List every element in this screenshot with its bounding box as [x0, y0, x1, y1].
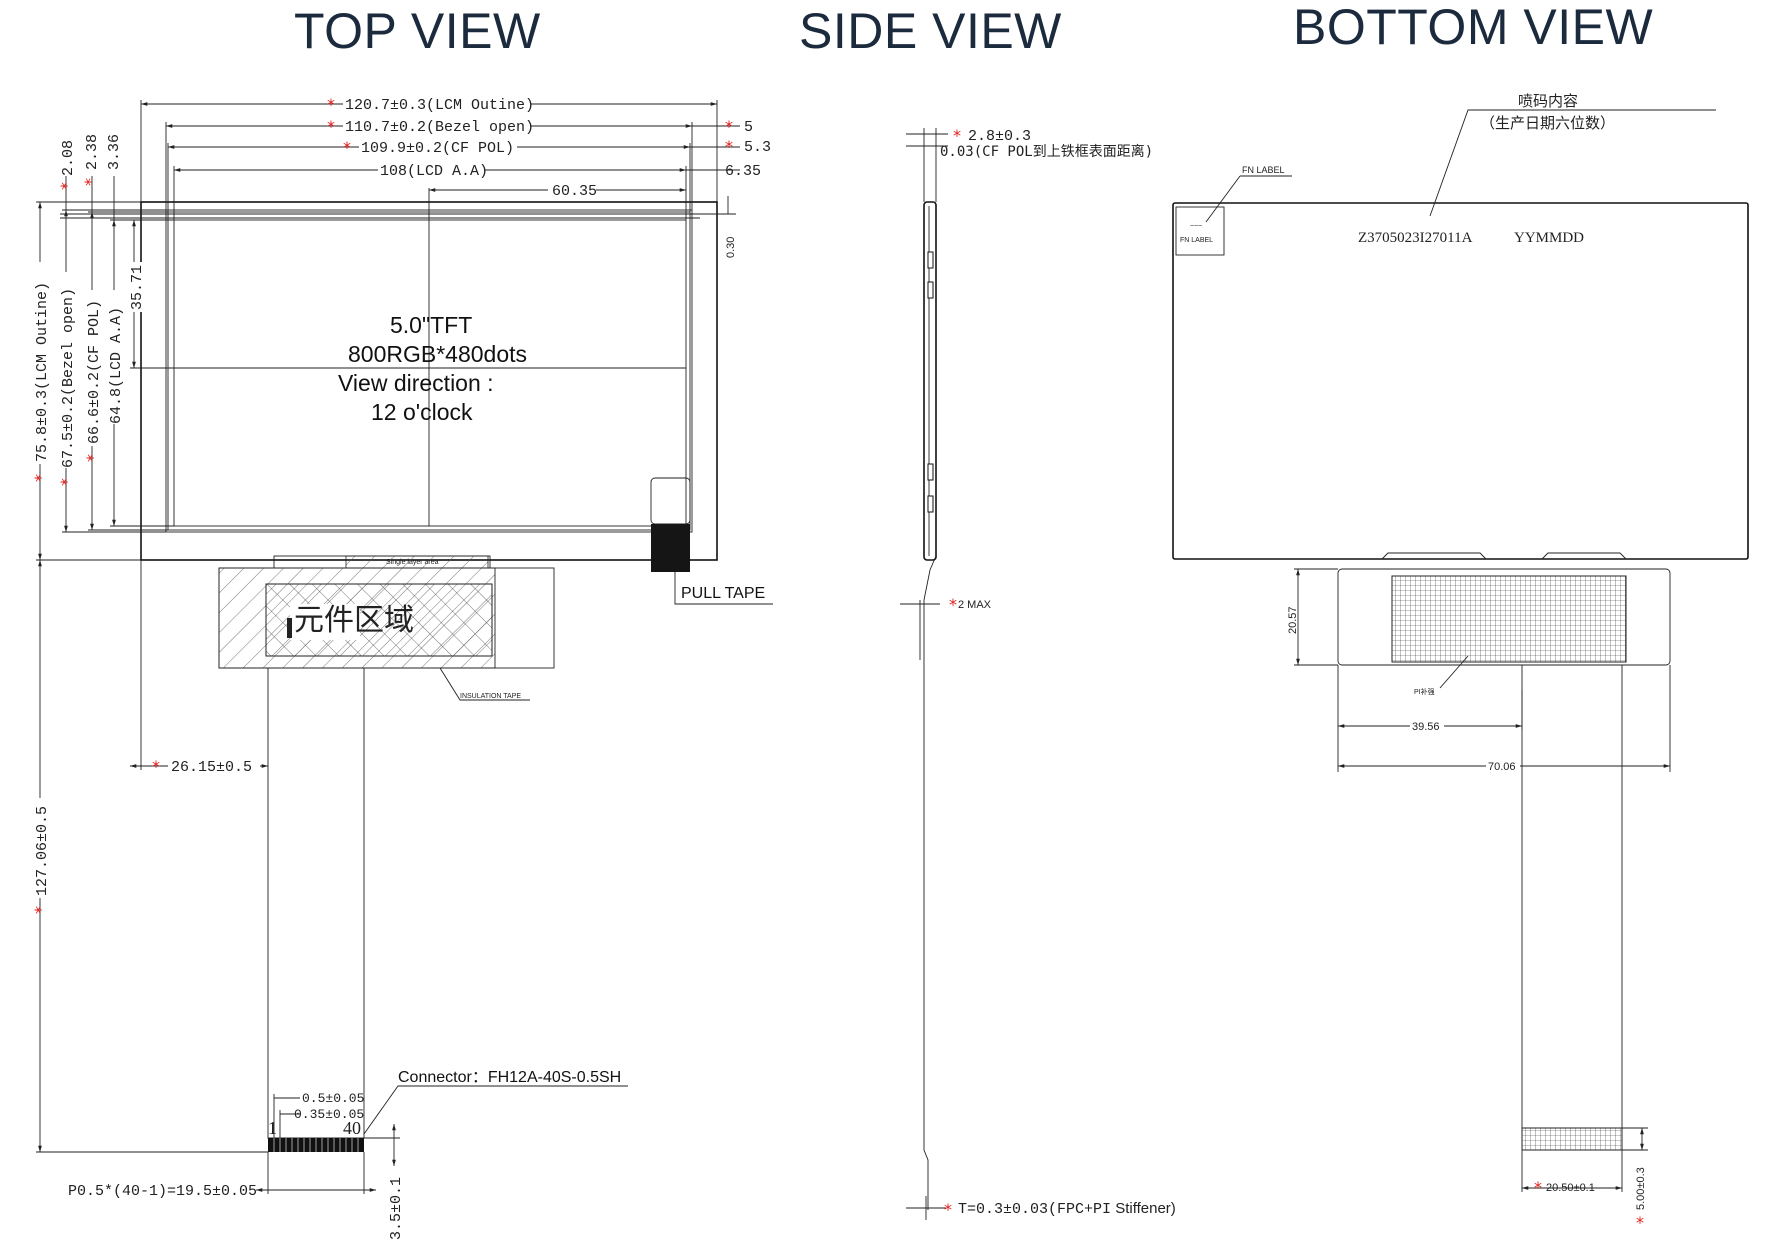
pi-stiffener: [1337, 568, 1671, 666]
lcd-clock: 12 o'clock: [371, 399, 473, 425]
dim-bezel-width: 110.7±0.2(Bezel open): [345, 119, 534, 136]
dim-aa-half: 60.35: [552, 183, 597, 200]
side-view-title: SIDE VIEW: [799, 3, 1062, 59]
pull-tape-label: PULL TAPE: [681, 585, 765, 602]
side-fpc-prefix: T=0.3±0.03(FPC+PI: [958, 1201, 1111, 1218]
spray-code-title: 喷码内容: [1518, 92, 1578, 110]
svg-text:*: *: [81, 178, 100, 186]
dim-20-50: 20.50±0.1: [1546, 1182, 1595, 1194]
svg-text:*: *: [31, 906, 50, 914]
lcd-view-direction: View direction :: [338, 370, 494, 396]
svg-text:*: *: [57, 182, 76, 190]
dim-20-57: 20.57: [1287, 606, 1299, 634]
pin-1-label: 1: [268, 1118, 277, 1138]
side-max: 2 MAX: [958, 599, 992, 611]
connector-label: Connector：FH12A-40S-0.5SH: [398, 1069, 621, 1086]
dim-pin-gap: 0.35±0.05: [294, 1107, 364, 1122]
spray-code-note: （生产日期六位数）: [1480, 114, 1615, 132]
svg-text:*: *: [949, 595, 957, 614]
module-profile: [923, 201, 937, 561]
side-fpc-suffix: Stiffener): [1111, 1200, 1176, 1217]
dim-lcm-height: 75.8±0.3(LCM Outine): [34, 282, 51, 462]
svg-text:*: *: [343, 138, 351, 157]
svg-text:*: *: [1636, 1213, 1644, 1232]
svg-text:~~~: ~~~: [1190, 223, 1202, 230]
dim-right-5-3: 5.3: [744, 139, 771, 156]
svg-text:*: *: [57, 478, 76, 486]
dim-left-2-08: 2.08: [60, 140, 77, 176]
lcd-resolution: 800RGB*480dots: [348, 341, 527, 367]
dim-70-06: 70.06: [1488, 761, 1516, 773]
fpc-tail: [267, 668, 365, 1139]
dim-lcm-width: 120.7±0.3(LCM Outine): [345, 97, 534, 114]
svg-text:*: *: [83, 454, 102, 462]
pull-tape-outline: [650, 477, 691, 525]
connector-grid: [1521, 1127, 1623, 1151]
serial-code: Z3705023I27011A: [1358, 230, 1473, 246]
side-gap: 0.03(CF POL到上铁框表面距离): [940, 143, 1153, 160]
component-area-label: 元件区域: [294, 603, 414, 638]
insulation-tape-label: INSULATION TAPE: [460, 693, 521, 700]
svg-text:*: *: [327, 117, 335, 136]
fpc-side: [923, 555, 937, 1210]
bottom-view-title: BOTTOM VIEW: [1293, 0, 1653, 55]
module-back: [1172, 202, 1749, 560]
bottom-view: ~~~ FN LABEL FN LABEL 喷码内容 （生产日期六位数） Z37…: [1172, 92, 1749, 1232]
dim-aa-half-height: 35.71: [129, 265, 146, 310]
svg-text:*: *: [725, 117, 733, 136]
dim-aa-width: 108(LCD A.A): [380, 163, 488, 180]
top-view: PULL TAPE 5.0"TFT 800RGB*480dots View di…: [31, 95, 773, 1240]
dim-bezel-height: 67.5±0.2(Bezel open): [60, 288, 77, 468]
svg-text:*: *: [1534, 1178, 1542, 1197]
side-fpc-thickness: T=0.3±0.03(FPC+PI Stiffener): [958, 1200, 1176, 1218]
top-view-title: TOP VIEW: [294, 3, 541, 59]
dim-total-length: 127.06±0.5: [34, 806, 51, 896]
svg-text:*: *: [725, 137, 733, 156]
svg-text:*: *: [152, 757, 160, 776]
fpc-tail-bottom: [1521, 665, 1623, 1151]
pull-tape: [651, 524, 690, 572]
svg-text:FN LABEL: FN LABEL: [1180, 237, 1213, 244]
dim-pol-width: 109.9±0.2(CF POL): [361, 140, 514, 157]
dim-39-56: 39.56: [1412, 721, 1440, 733]
dim-pol-height: 66.6±0.2(CF POL): [86, 300, 103, 444]
dim-fpc-offset: 26.15±0.5: [171, 759, 252, 776]
pi-grid: [1391, 575, 1627, 663]
lcd-active-area: [173, 219, 687, 527]
fn-label: FN LABEL: [1242, 165, 1285, 175]
fn-label-box: [1175, 206, 1225, 256]
dim-right-5: 5: [744, 119, 753, 136]
dim-5-00: 5.00±0.3: [1635, 1167, 1647, 1210]
dim-right-6-35: 6.35: [725, 163, 761, 180]
single-layer-label: Single layer area: [386, 559, 439, 566]
dim-pitch: P0.5*(40-1)=19.5±0.05: [68, 1183, 257, 1200]
dim-left-2-38: 2.38: [84, 134, 101, 170]
svg-text:*: *: [31, 474, 50, 482]
svg-text:*: *: [944, 1200, 952, 1219]
dim-left-3-36: 3.36: [106, 134, 123, 170]
pin-40-label: 40: [343, 1118, 361, 1138]
pi-label: PI补强: [1414, 687, 1435, 696]
svg-text:*: *: [953, 126, 961, 145]
dim-pin-width: 0.5±0.05: [302, 1091, 364, 1106]
side-view: * 2 MAX * 2.8±0.3 0.03(CF POL到上铁框表面距离) *…: [900, 126, 1176, 1220]
dim-right-0-30: 0.30: [725, 237, 737, 258]
serial-date: YYMMDD: [1514, 230, 1584, 246]
side-thickness: 2.8±0.3: [968, 128, 1031, 145]
lcd-size: 5.0"TFT: [390, 312, 472, 338]
dim-tail: 3.5±0.1: [388, 1177, 405, 1240]
svg-text:*: *: [327, 95, 335, 114]
dim-aa-height: 64.8(LCD A.A): [108, 307, 125, 424]
